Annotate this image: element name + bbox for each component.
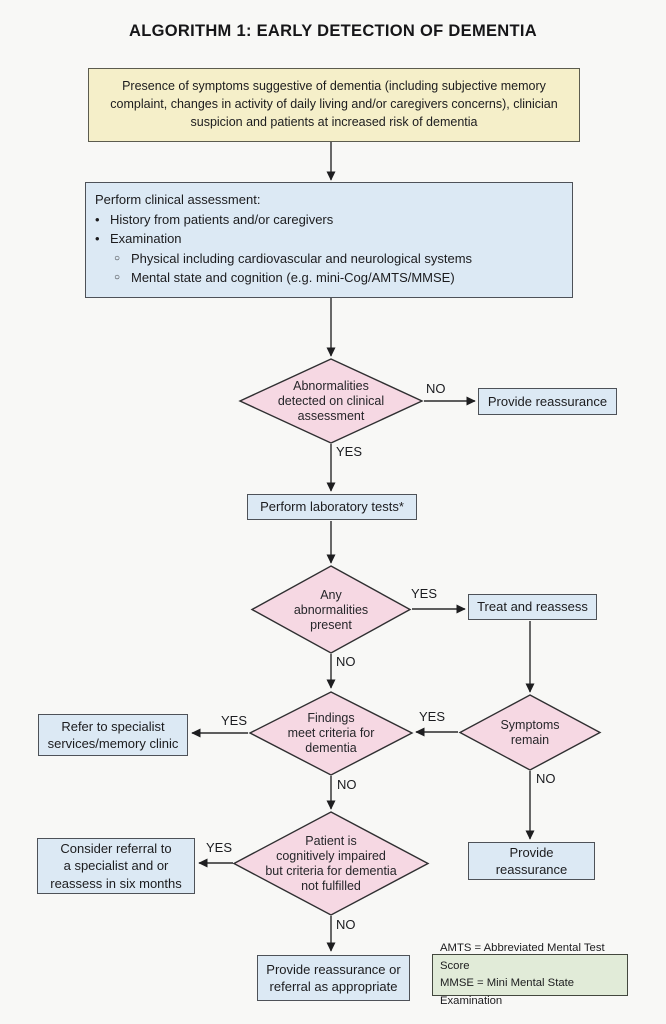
label-no: NO [336, 917, 356, 932]
page-title: ALGORITHM 1: EARLY DETECTION OF DEMENTIA [128, 22, 537, 40]
assessment-bullet-1: • History from patients and/or caregiver… [95, 210, 562, 230]
decision-symptoms-remain-diamond [458, 694, 602, 771]
decision-any-abnormalities-diamond [250, 565, 412, 654]
label-no: NO [337, 777, 357, 792]
label-yes: YES [419, 709, 446, 724]
decision-findings-label: Findings meet criteria for dementia [287, 710, 375, 755]
decision-cognitively-impaired-label: Patient is cognitively impaired but crit… [265, 833, 397, 893]
circle-bullet-icon: ○ [114, 252, 121, 264]
legend-abbreviations: AMTS = Abbreviated Mental Test Score MMS… [432, 942, 628, 1007]
node-laboratory-tests: Perform laboratory tests* [247, 494, 417, 520]
label-no: NO [336, 654, 356, 669]
label-yes: YES [206, 840, 233, 855]
assessment-subbullet-2: ○ Mental state and cognition (e.g. mini-… [95, 268, 562, 288]
circle-bullet-icon: ○ [114, 272, 121, 283]
node-refer-specialist: Refer to specialist services/memory clin… [38, 714, 188, 756]
decision-symptoms-remain-label: Symptoms remain [500, 717, 560, 747]
assessment-bullet-2: • Examination [95, 229, 562, 249]
assessment-subbullet-1: ○ Physical including cardiovascular and … [95, 249, 562, 269]
node-clinical-assessment: Perform clinical assessment: • History f… [85, 182, 573, 298]
decision-cognitively-impaired-diamond [232, 811, 430, 916]
label-yes: YES [221, 713, 248, 728]
node-provide-reassurance-1: Provide reassurance [478, 388, 617, 415]
bullet-icon: • [95, 211, 100, 227]
label-no: NO [536, 771, 556, 786]
decision-abnormalities-diamond [238, 358, 424, 444]
node-presence-symptoms: Presence of symptoms suggestive of demen… [88, 68, 580, 142]
node-treat-reassess: Treat and reassess [468, 594, 597, 620]
label-no: NO [426, 381, 446, 396]
assessment-heading: Perform clinical assessment: [95, 192, 261, 207]
decision-abnormalities-label: Abnormalities detected on clinical asses… [277, 378, 385, 423]
bullet-icon: • [95, 231, 100, 246]
decision-findings-diamond [248, 691, 414, 776]
decision-any-abnormalities-label: Any abnormalities present [293, 587, 369, 632]
node-provide-reassurance-referral: Provide reassurance or referral as appro… [257, 955, 410, 1001]
node-consider-referral: Consider referral to a specialist and or… [37, 838, 195, 894]
label-yes: YES [411, 586, 438, 601]
label-yes: YES [336, 444, 363, 459]
node-provide-reassurance-2: Provide reassurance [468, 842, 595, 880]
